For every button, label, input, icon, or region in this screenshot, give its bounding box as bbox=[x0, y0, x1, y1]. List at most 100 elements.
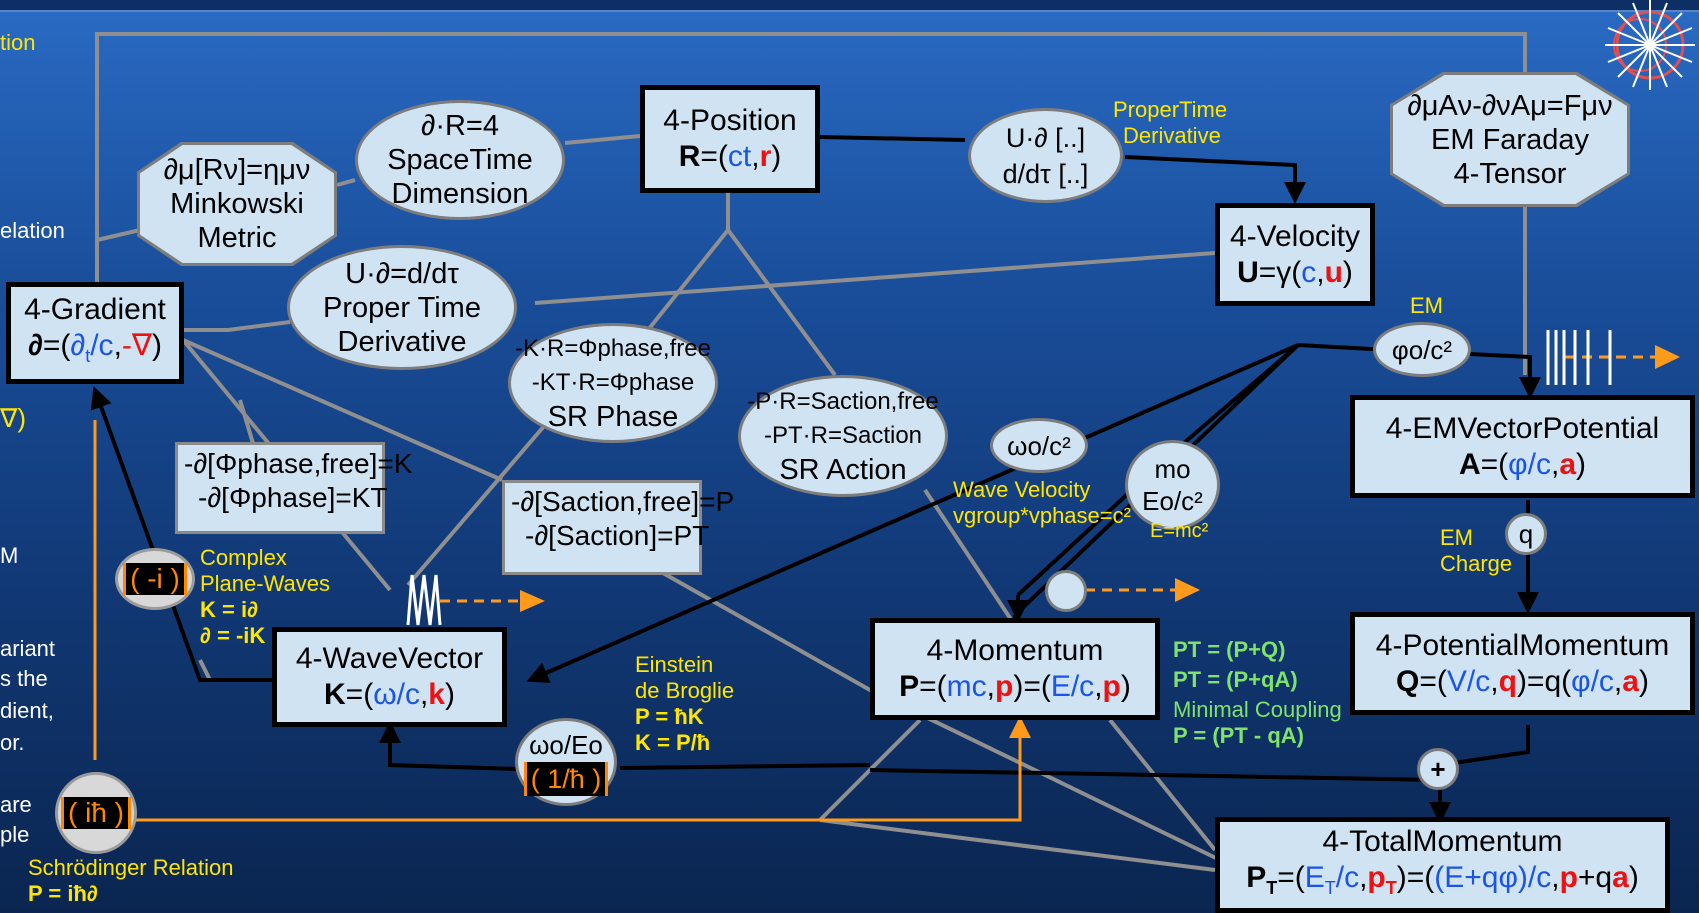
proper-time-derivative-node: U·∂=d/dτ Proper Time Derivative bbox=[287, 245, 517, 370]
proper-time-annotation: ProperTime Derivative bbox=[1113, 97, 1227, 149]
phi-c2-node: φo/c² bbox=[1373, 322, 1471, 377]
complex-waves-line4: ∂ = -iK bbox=[200, 623, 266, 648]
omega-eo-node: ωo/Eo ( 1/ħ ) bbox=[515, 718, 617, 806]
sr-phase-line2: -KT·R=Φphase bbox=[531, 369, 695, 396]
i-hbar-badge: ( iħ ) bbox=[55, 772, 137, 854]
four-potential-momentum-node: 4-PotentialMomentum Q=(V/c,q)=q(φ/c,a) bbox=[1350, 612, 1695, 715]
proper-time-operator-node: U·∂ [..] d/dτ [..] bbox=[968, 108, 1123, 203]
momentum-title: 4-Momentum bbox=[926, 634, 1104, 667]
four-total-momentum-node: 4-TotalMomentum PT=(ET/c,pT)=((E+qφ)/c,p… bbox=[1215, 817, 1670, 913]
em-charge-line2: Charge bbox=[1440, 551, 1513, 576]
phase-gradient-line1: -∂[Φphase,free]=K bbox=[184, 448, 413, 479]
left-label-2: elation bbox=[0, 218, 65, 243]
minkowski-metric-node: ∂μ[Rν]=ημν Minkowski Metric bbox=[137, 142, 337, 266]
faraday-subtitle: 4-Tensor bbox=[1453, 157, 1567, 190]
minus-i-badge: ( -i ) bbox=[115, 548, 195, 610]
schrodinger-line2: P = iħ∂ bbox=[28, 881, 98, 906]
omega-eo-label: ωo/Eo bbox=[529, 730, 603, 760]
faraday-formula: ∂μAν-∂νAμ=Fμν bbox=[1407, 89, 1613, 122]
i-hbar-label: ( iħ ) bbox=[61, 797, 131, 829]
wavevector-title: 4-WaveVector bbox=[295, 642, 484, 675]
phase-gradient-line2: -∂[Φphase]=KT bbox=[198, 482, 388, 513]
action-gradient-box: -∂[Saction,free]=P -∂[Saction]=PT bbox=[502, 480, 735, 575]
schrodinger-annotation: Schrödinger Relation P = iħ∂ bbox=[28, 855, 233, 907]
minimal-coupling-line1: PT = (P+Q) bbox=[1173, 637, 1286, 662]
left-label-4: M bbox=[0, 543, 19, 568]
einstein-line4: K = P/ħ bbox=[635, 730, 711, 755]
minimal-coupling-line3: Minimal Coupling bbox=[1173, 697, 1342, 722]
wave-glyph bbox=[406, 574, 442, 626]
one-over-hbar-badge: ( 1/ħ ) bbox=[523, 762, 609, 796]
em-faraday-node: ∂μAν-∂νAμ=Fμν EM Faraday 4-Tensor bbox=[1390, 72, 1630, 207]
complex-waves-annotation: Complex Plane-Waves K = i∂ ∂ = -iK bbox=[200, 545, 330, 649]
position-formula: R=(ct,r) bbox=[678, 140, 782, 173]
proper-time-line3: Derivative bbox=[337, 325, 467, 358]
potential-momentum-formula: Q=(V/c,q)=q(φ/c,a) bbox=[1396, 664, 1649, 698]
faraday-title: EM Faraday bbox=[1431, 123, 1589, 156]
spacetime-dimension-node: ∂·R=4 SpaceTime Dimension bbox=[355, 100, 565, 220]
velocity-title: 4-Velocity bbox=[1229, 219, 1361, 253]
proper-time-op-line2: d/dτ [..] bbox=[1002, 158, 1089, 189]
em-wave-glyph bbox=[1546, 330, 1612, 385]
minimal-coupling-line4: P = (PT - qA) bbox=[1173, 723, 1304, 748]
gradient-title: 4-Gradient bbox=[24, 293, 166, 326]
minimal-coupling-line2: PT = (P+qA) bbox=[1173, 667, 1298, 692]
wave-velocity-annotation: Wave Velocity vgroup*vphase=c² bbox=[953, 477, 1131, 529]
einstein-annotation: Einstein de Broglie P = ħK K = P/ħ bbox=[635, 652, 734, 756]
sr-phase-line1: -K·R=Φphase,free bbox=[515, 335, 711, 362]
omega-c2-node: ωo/c² bbox=[990, 418, 1088, 473]
left-label-6: s the bbox=[0, 666, 48, 691]
wave-velocity-line1: Wave Velocity bbox=[953, 477, 1091, 502]
velocity-formula: U=γ(c,u) bbox=[1237, 255, 1353, 289]
left-label-10: ple bbox=[0, 822, 30, 847]
left-label-5: ariant bbox=[0, 636, 56, 661]
proper-time-annotation-1: ProperTime bbox=[1113, 97, 1228, 122]
left-label-1: tion bbox=[0, 30, 36, 55]
four-gradient-node: 4-Gradient ∂=(∂t/c,-∇) bbox=[6, 282, 184, 384]
minkowski-title: Minkowski bbox=[170, 188, 304, 220]
sr-phase-node: -K·R=Φphase,free -KT·R=Φphase SR Phase bbox=[508, 323, 718, 443]
sr-action-line1: -P·R=Saction,free bbox=[747, 388, 939, 415]
energy-label: Eo/c² bbox=[1142, 486, 1203, 516]
charge-node: q bbox=[1505, 513, 1547, 555]
phi-c2-label: φo/c² bbox=[1391, 334, 1453, 365]
complex-waves-line2: Plane-Waves bbox=[200, 571, 331, 596]
proper-time-annotation-2: Derivative bbox=[1123, 123, 1221, 148]
sr-phase-title: SR Phase bbox=[547, 401, 679, 433]
einstein-line3: P = ħK bbox=[635, 704, 704, 729]
minkowski-formula: ∂μ[Rν]=ημν bbox=[163, 154, 311, 186]
minus-i-label: ( -i ) bbox=[123, 563, 187, 595]
gradient-formula: ∂=(∂t/c,-∇) bbox=[28, 329, 162, 366]
potential-momentum-title: 4-PotentialMomentum bbox=[1375, 628, 1670, 662]
wave-velocity-line2: vgroup*vphase=c² bbox=[953, 503, 1131, 528]
spacetime-line2: SpaceTime bbox=[387, 144, 533, 176]
gray-lines bbox=[95, 32, 1527, 872]
einstein-line1: Einstein bbox=[635, 652, 714, 677]
four-momentum-node: 4-Momentum P=(mc,p)=(E/c,p) bbox=[870, 618, 1160, 720]
total-momentum-title: 4-TotalMomentum bbox=[1322, 825, 1563, 858]
top-bar bbox=[0, 0, 1699, 12]
action-gradient-line1: -∂[Saction,free]=P bbox=[511, 486, 735, 517]
complex-waves-line1: Complex bbox=[200, 545, 287, 570]
em-label-top: EM bbox=[1410, 293, 1443, 318]
mass-label: mo bbox=[1154, 454, 1191, 484]
e-mc2-label: E=mc² bbox=[1150, 520, 1209, 542]
sr-action-node: -P·R=Saction,free -PT·R=Saction SR Actio… bbox=[738, 375, 948, 497]
charge-label: q bbox=[1518, 518, 1534, 549]
action-gradient-line2: -∂[Saction]=PT bbox=[525, 520, 710, 551]
left-label-9: are bbox=[0, 792, 32, 817]
mass-energy-node: mo Eo/c² bbox=[1125, 440, 1220, 530]
complex-waves-line3: K = i∂ bbox=[200, 597, 258, 622]
plus-node: + bbox=[1417, 748, 1459, 790]
momentum-formula: P=(mc,p)=(E/c,p) bbox=[899, 670, 1131, 703]
proper-time-line2: Proper Time bbox=[323, 291, 481, 324]
omega-c2-label: ωo/c² bbox=[1007, 430, 1071, 461]
minkowski-subtitle: Metric bbox=[197, 222, 277, 254]
total-momentum-formula: PT=(ET/c,pT)=((E+qφ)/c,p+qa) bbox=[1246, 861, 1639, 898]
particle-dot bbox=[1045, 570, 1087, 612]
sr-action-line2: -PT·R=Saction bbox=[763, 422, 923, 449]
schrodinger-line1: Schrödinger Relation bbox=[28, 855, 234, 880]
minimal-coupling-annotation: PT = (P+Q) PT = (P+qA) Minimal Coupling … bbox=[1173, 637, 1342, 749]
em-potential-title: 4-EMVectorPotential bbox=[1385, 411, 1660, 445]
